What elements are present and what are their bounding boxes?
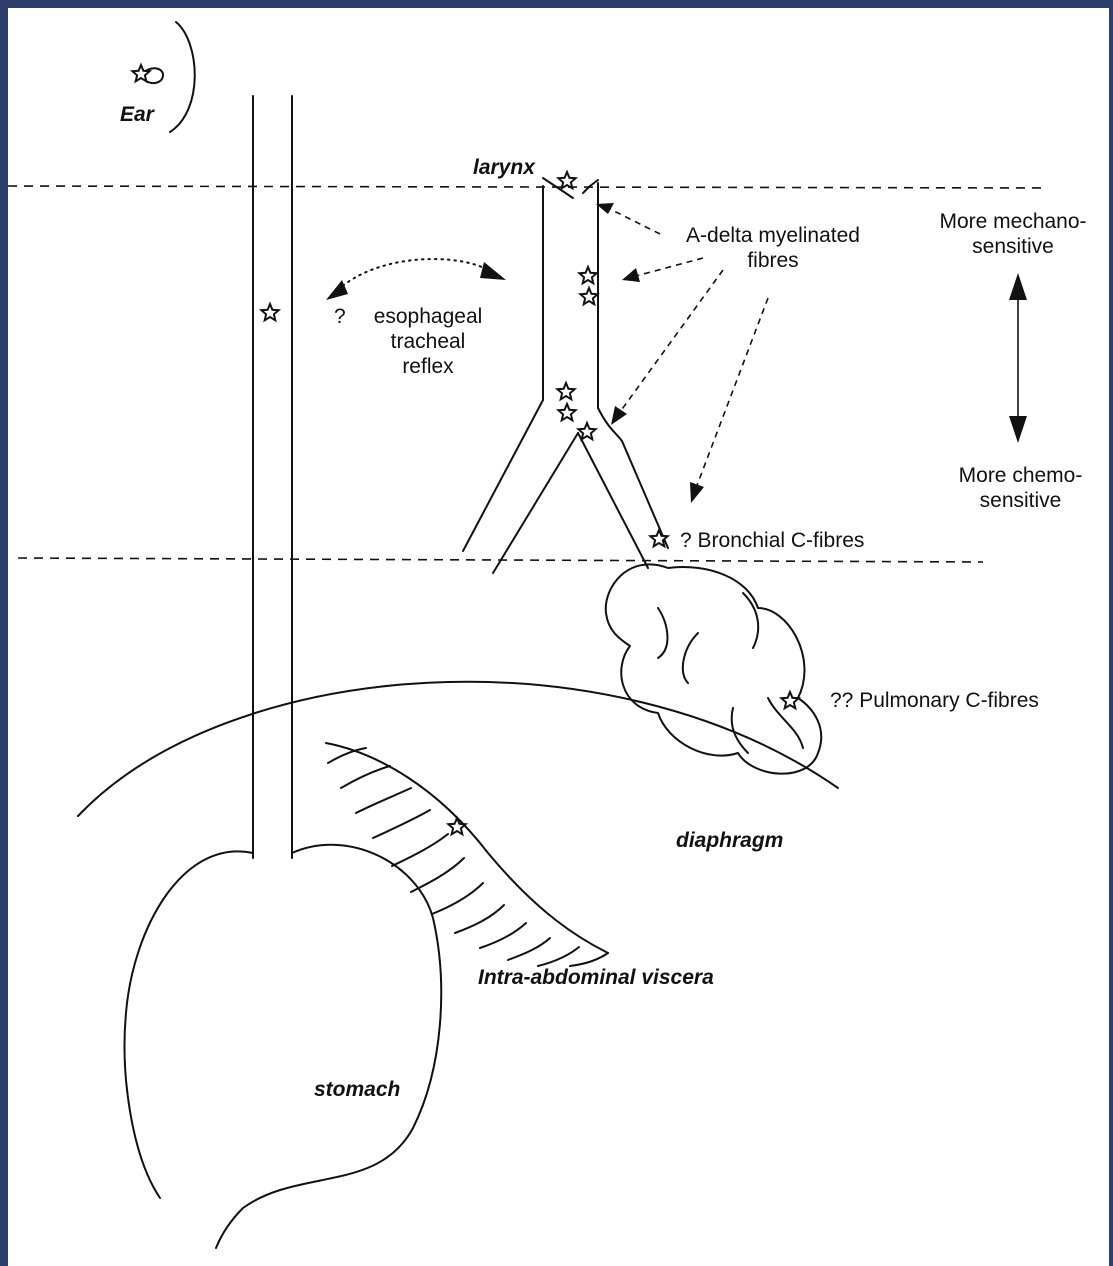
more-chemo-line2: sensitive [938, 488, 1103, 513]
sensitivity-arrow-down [1009, 416, 1027, 443]
diaphragm-label: diaphragm [676, 828, 783, 853]
a-delta-line1: A-delta myelinated [663, 223, 883, 248]
ear-label: Ear [120, 102, 154, 127]
more-chemo-label: More chemo- sensitive [938, 463, 1103, 513]
stomach-outline-right [216, 845, 441, 1248]
anatomy-drawing [8, 8, 1109, 1266]
right-bronchus-outer [598, 408, 668, 548]
bronchus-inner-left [493, 433, 578, 573]
star-icon [579, 267, 596, 283]
viscera-stripes [328, 748, 608, 966]
sensitivity-arrow-up [1009, 273, 1027, 300]
a-delta-line2: fibres [663, 248, 883, 273]
star-icon [558, 404, 575, 420]
larynx-label: larynx [473, 155, 535, 180]
star-icon [558, 172, 575, 188]
left-bronchus-outer [463, 400, 543, 551]
reflex-line1: esophageal [358, 304, 498, 329]
star-icon [557, 383, 574, 399]
star-icon [580, 288, 597, 304]
bronchus-inner-right [578, 433, 648, 568]
star-icon [132, 65, 149, 81]
reflex-question-mark: ? [334, 304, 346, 329]
intra-abdominal-label: Intra-abdominal viscera [478, 965, 714, 990]
stomach-label: stomach [314, 1077, 400, 1102]
diaphragm-line [78, 682, 838, 816]
reflex-line3: reflex [358, 354, 498, 379]
more-chemo-line1: More chemo- [938, 463, 1103, 488]
pulmonary-label: ?? Pulmonary C-fibres [830, 688, 1039, 713]
reflex-arrowhead-right [480, 262, 506, 280]
star-icon [448, 818, 465, 834]
more-mechano-label: More mechano- sensitive [918, 209, 1108, 259]
bronchial-label: ? Bronchial C-fibres [680, 528, 864, 553]
stomach-outline [125, 851, 253, 1198]
more-mechano-line1: More mechano- [918, 209, 1108, 234]
star-icon [781, 692, 798, 708]
upper-dashed-level-line [8, 186, 1048, 188]
a-delta-label: A-delta myelinated fibres [663, 223, 883, 273]
diagram-canvas: Ear larynx A-delta myelinated fibres Mor… [8, 8, 1109, 1266]
reflex-line2: tracheal [358, 329, 498, 354]
reflex-arrowhead-left [326, 280, 348, 300]
more-mechano-line2: sensitive [918, 234, 1108, 259]
reflex-label: esophageal tracheal reflex [358, 304, 498, 379]
reflex-dotted-arrow [338, 259, 488, 290]
lung-outline [606, 564, 821, 773]
ear-icon [170, 22, 195, 132]
star-icon [650, 530, 667, 546]
star-icon [261, 304, 278, 320]
